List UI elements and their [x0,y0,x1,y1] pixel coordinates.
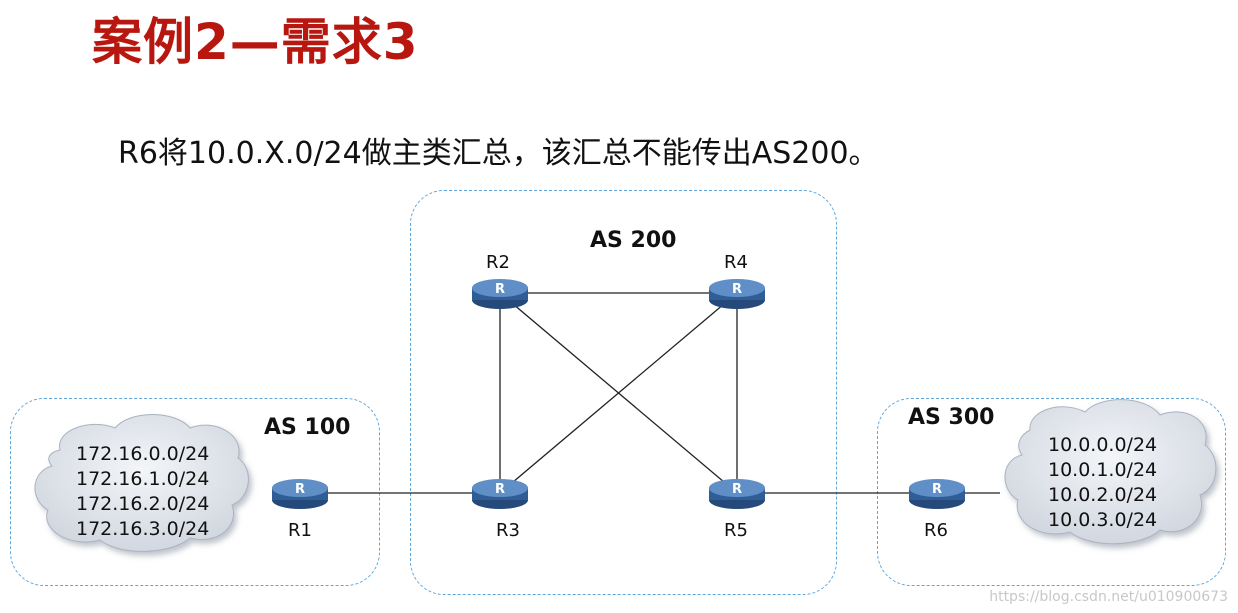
router-r3-label: R3 [496,520,520,541]
network-prefix: 10.0.3.0/24 [1048,509,1158,531]
as100-network-cloud [34,414,249,552]
network-prefix: 10.0.0.0/24 [1048,434,1158,456]
network-prefix: 10.0.1.0/24 [1048,459,1158,481]
link-r4-r3 [499,292,738,494]
router-r6-label: R6 [924,520,948,541]
watermark: https://blog.csdn.net/u010900673 [989,589,1228,605]
svg-text:R: R [495,482,505,497]
link-lines [300,292,1000,494]
router-r3-icon: R [472,479,528,509]
as300-network-list: 10.0.0.0/24 10.0.1.0/24 10.0.2.0/24 10.0… [1048,433,1157,533]
router-r4-label: R4 [724,252,748,273]
router-r4-icon: R [709,279,765,309]
as200-label: AS 200 [590,228,677,253]
router-r1-label: R1 [288,520,312,541]
svg-text:R: R [932,482,942,497]
network-prefix: 172.16.1.0/24 [76,468,210,490]
router-r6-icon: R [909,479,965,509]
router-r2-label: R2 [486,252,510,273]
as200-region [410,190,837,595]
as100-label: AS 100 [264,415,351,440]
router-r1-icon: R [272,479,328,509]
as300-region [877,398,1226,586]
as100-region [10,398,380,586]
svg-text:R: R [732,282,742,297]
requirement-text: R6将10.0.X.0/24做主类汇总，该汇总不能传出AS200。 [118,136,879,171]
svg-text:R: R [732,482,742,497]
router-r5-icon: R [709,479,765,509]
network-prefix: 172.16.0.0/24 [76,443,210,465]
as300-label: AS 300 [908,405,995,430]
network-prefix: 172.16.2.0/24 [76,493,210,515]
network-prefix: 172.16.3.0/24 [76,518,210,540]
svg-text:R: R [295,482,305,497]
svg-text:R: R [495,282,505,297]
router-r5-label: R5 [724,520,748,541]
network-prefix: 10.0.2.0/24 [1048,484,1158,506]
router-r2-icon: R [472,279,528,309]
as300-network-cloud [1004,399,1217,545]
slide-title: 案例2—需求3 [92,13,419,71]
as100-network-list: 172.16.0.0/24 172.16.1.0/24 172.16.2.0/2… [76,442,209,542]
